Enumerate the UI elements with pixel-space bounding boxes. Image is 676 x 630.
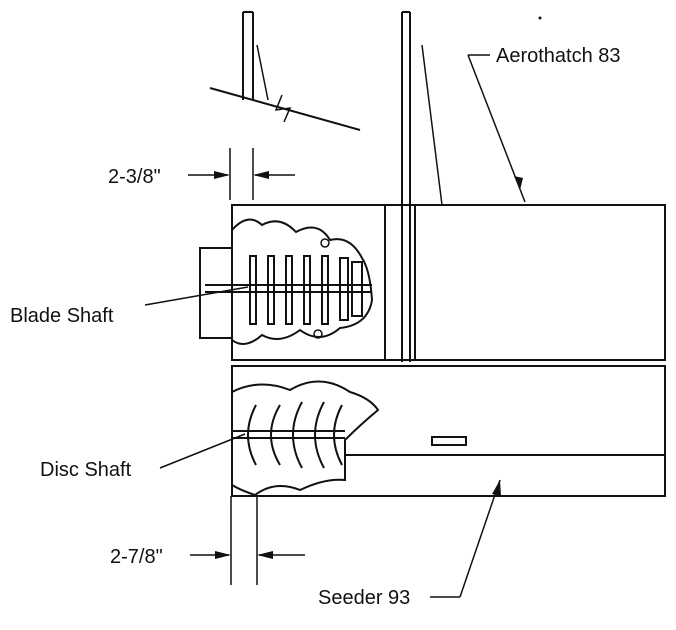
blade-shaft-assembly — [199, 218, 374, 345]
dim-top-label: 2-3/8" — [108, 166, 161, 188]
stray-dot — [538, 16, 542, 20]
center-post — [401, 11, 443, 362]
seeder-callout: Seeder 93 — [318, 479, 501, 609]
left-post — [209, 11, 361, 131]
seeder-label: Seeder 93 — [318, 587, 410, 609]
disc-shaft-assembly — [231, 380, 380, 497]
aerothatch-label: Aerothatch 83 — [496, 45, 621, 67]
dimension-top: 2-3/8" — [108, 148, 295, 200]
discs — [247, 401, 343, 469]
blade-shaft-label: Blade Shaft — [10, 305, 114, 327]
disc-shaft-label: Disc Shaft — [40, 459, 132, 481]
dim-bottom-label: 2-7/8" — [110, 546, 163, 568]
aerothatch-callout: Aerothatch 83 — [467, 45, 621, 203]
blades — [249, 255, 363, 325]
dimension-bottom: 2-7/8" — [110, 496, 305, 585]
disc-shaft-callout: Disc Shaft — [40, 433, 246, 481]
blade-shaft-callout: Blade Shaft — [10, 286, 249, 327]
